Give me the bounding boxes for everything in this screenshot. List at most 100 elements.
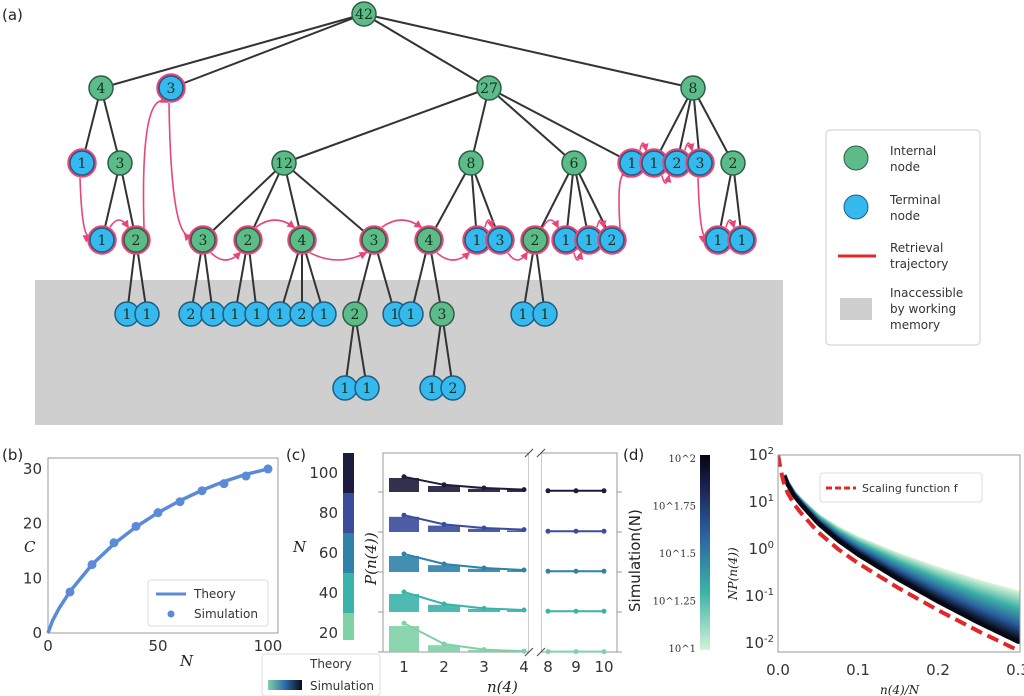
internal-node: 6 xyxy=(561,150,587,176)
internal-node: 12 xyxy=(271,150,297,176)
trajectory-arrow xyxy=(639,142,649,152)
node-label: 4 xyxy=(298,233,307,249)
node-label: 1 xyxy=(98,233,107,249)
simulation-bar xyxy=(389,516,419,532)
x-tick-label: 9 xyxy=(571,658,581,676)
node-circle xyxy=(134,301,160,327)
axis-break-mark xyxy=(536,647,546,657)
node-label: 1 xyxy=(650,156,659,172)
x-tick-label: 4 xyxy=(519,658,529,676)
node-label: 1 xyxy=(276,307,285,323)
internal-node: 27 xyxy=(476,75,502,101)
theory-point xyxy=(573,568,579,574)
legend: Theory Simulation xyxy=(147,579,269,627)
y-tick-label: 100 xyxy=(749,540,774,558)
tree-edge xyxy=(488,87,633,164)
trajectory-arrow xyxy=(697,177,708,243)
terminal-node: 2 xyxy=(178,301,204,327)
tree-edge xyxy=(100,87,121,164)
theory-point xyxy=(441,561,447,567)
simulation-bar xyxy=(428,645,460,652)
terminal-node: 2 xyxy=(662,148,692,178)
node-label: 1 xyxy=(78,156,87,172)
legend-inaccessible-2: by working xyxy=(890,302,956,316)
tree-edge xyxy=(363,13,694,89)
theory-point xyxy=(545,649,551,655)
theory-point xyxy=(441,521,447,527)
x-tick-label: 1 xyxy=(399,658,409,676)
x-axis-label: n(4) xyxy=(487,678,518,696)
node-label: 8 xyxy=(467,156,476,172)
theory-point xyxy=(441,601,447,607)
internal-node: 4 xyxy=(88,75,114,101)
y-tick-label: 10-2 xyxy=(745,634,774,652)
terminal-node-swatch xyxy=(843,194,869,220)
y-tick-label: 102 xyxy=(749,446,774,464)
terminal-node: 3 xyxy=(485,225,515,255)
legend-inaccessible-1: Inaccessible xyxy=(890,286,963,300)
theory-point xyxy=(545,528,551,534)
theory-point xyxy=(521,567,527,573)
trajectory-ring xyxy=(233,225,263,255)
theory-point xyxy=(441,641,447,647)
node-label: 2 xyxy=(673,156,682,172)
panel-a-legend: Internal node Terminal node Retrieval tr… xyxy=(825,129,981,346)
colorbar-tick-label: 60 xyxy=(319,544,338,562)
terminal-node: 1 xyxy=(200,301,226,327)
internal-node: 2 xyxy=(342,301,368,327)
colorbar-tick-label: 10^1.5 xyxy=(659,549,696,560)
trajectory-arrow xyxy=(484,219,495,229)
tree-edge xyxy=(100,13,365,89)
theory-point xyxy=(545,608,551,614)
theory-point xyxy=(481,605,487,611)
theory-point xyxy=(401,474,407,480)
legend: Scaling function f xyxy=(819,472,983,503)
trajectory-ring xyxy=(121,225,151,255)
node-label: 1 xyxy=(209,307,218,323)
tree-edge xyxy=(170,13,365,89)
node-label: 1 xyxy=(253,307,262,323)
theory-point xyxy=(601,608,607,614)
terminal-node: 1 xyxy=(87,225,117,255)
theory-point xyxy=(481,485,487,491)
x-tick-label: 0 xyxy=(43,637,53,655)
trajectory-arrow xyxy=(436,251,471,261)
simulation-curve xyxy=(782,475,1020,644)
node-label: 6 xyxy=(570,156,579,172)
internal-node: 3 xyxy=(188,225,218,255)
node-label: 12 xyxy=(275,156,293,172)
theory-point xyxy=(601,568,607,574)
node-label: 1 xyxy=(407,307,416,323)
axis-break-mark xyxy=(536,448,546,458)
terminal-node: 1 xyxy=(222,301,248,327)
terminal-node: 3 xyxy=(685,148,715,178)
x-tick-label: 0.1 xyxy=(846,661,870,679)
plot-frame xyxy=(47,457,279,634)
trajectory-arrow xyxy=(255,219,296,229)
colorbar-tick-label: 10^2 xyxy=(669,454,696,465)
node-circle xyxy=(487,227,513,253)
trajectory-arrow xyxy=(684,142,695,152)
internal-node: 2 xyxy=(520,225,550,255)
terminal-node: 1 xyxy=(703,225,733,255)
trajectory-arrow xyxy=(573,251,584,261)
y-tick-label: 10 xyxy=(23,569,42,587)
simulation-bar xyxy=(389,556,419,572)
node-circle xyxy=(680,75,706,101)
simulation-point xyxy=(87,560,97,570)
terminal-node: 3 xyxy=(156,73,186,103)
node-label: 2 xyxy=(298,307,307,323)
node-label: 2 xyxy=(244,233,253,249)
axis-break-mark xyxy=(524,448,534,458)
simulation-bar xyxy=(428,486,460,492)
legend-trajectory-1: Retrieval xyxy=(890,241,943,255)
trajectory-arrow xyxy=(309,252,368,261)
node-label: 3 xyxy=(370,233,379,249)
node-label: 1 xyxy=(519,307,528,323)
node-circle xyxy=(351,1,377,27)
axis-break-mark xyxy=(524,647,534,657)
trajectory-ring xyxy=(156,73,186,103)
x-axis-label: n(4)/N xyxy=(880,683,920,696)
